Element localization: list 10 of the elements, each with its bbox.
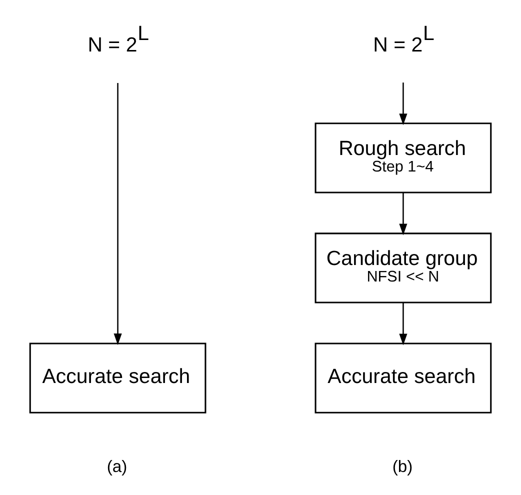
- node-box: Candidate group NFSI << N: [314, 232, 492, 304]
- arrow: [399, 82, 408, 126]
- node-box: Rough search Step 1~4: [314, 122, 492, 194]
- label: (b): [392, 456, 413, 476]
- arrow: [114, 82, 122, 346]
- node-box: Accurate search: [29, 342, 206, 414]
- label: (a): [106, 456, 128, 476]
- arrow: [399, 192, 408, 236]
- node-box: Accurate search: [314, 342, 492, 414]
- arrow: [399, 302, 408, 346]
